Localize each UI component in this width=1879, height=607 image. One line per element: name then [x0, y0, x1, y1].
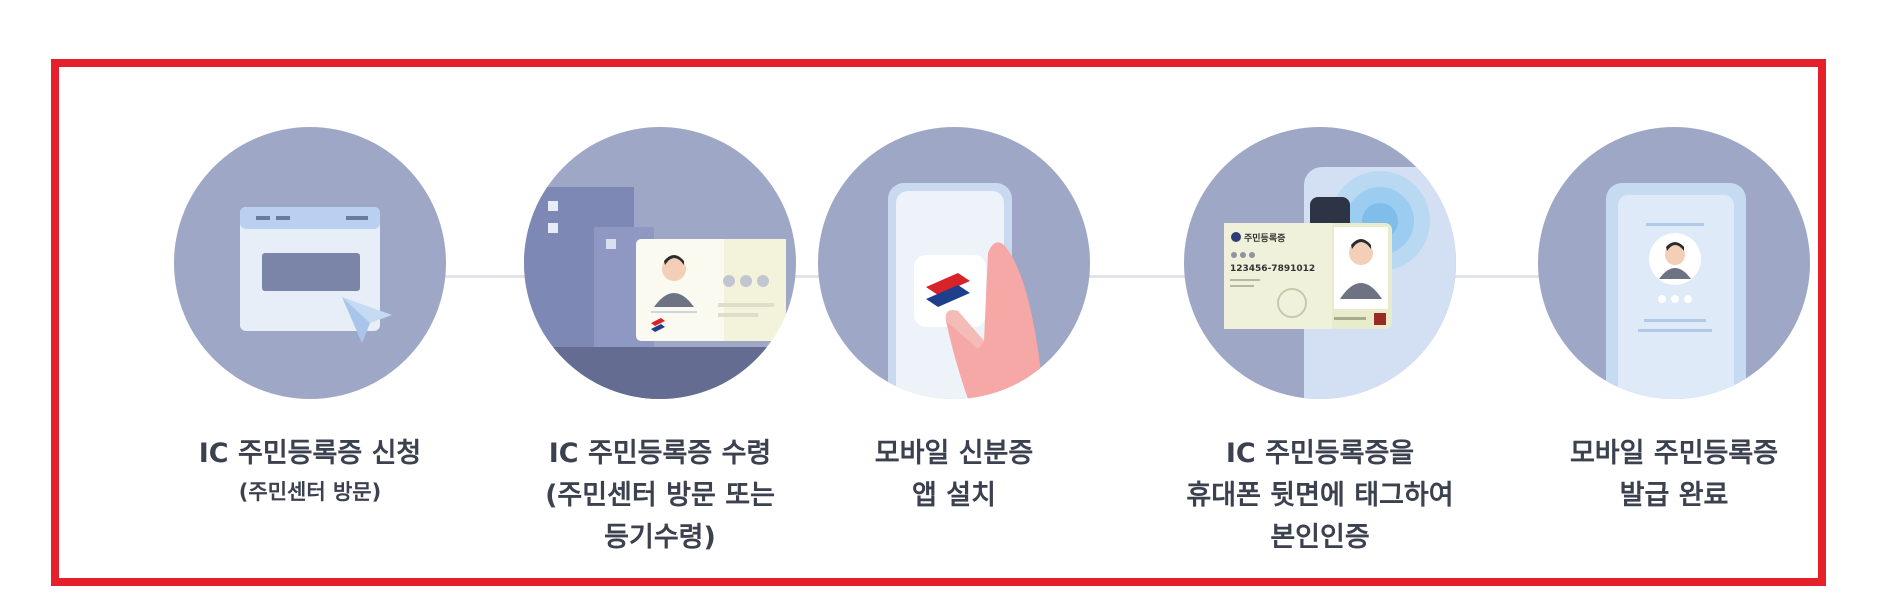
- receive-detail-2: 등기수령): [604, 522, 716, 553]
- browser-window-icon: [240, 207, 392, 343]
- card-title: 주민등록증: [1244, 232, 1285, 244]
- step-issue: 모바일 주민등록증 발급 완료: [1524, 127, 1824, 517]
- step-apply: IC 주민등록증 신청 (주민센터 방문): [160, 127, 460, 509]
- issue-detail: 발급 완료: [1619, 480, 1729, 511]
- verify-title: IC 주민등록증을: [1225, 438, 1415, 469]
- issue-illustration: [1538, 127, 1810, 399]
- apply-illustration: [174, 127, 446, 399]
- verify-detail-2: 본인인증: [1270, 522, 1370, 553]
- verify-caption: IC 주민등록증을 휴대폰 뒷면에 태그하여 본인인증: [1170, 433, 1470, 559]
- receive-caption: IC 주민등록증 수령 (주민센터 방문 또는 등기수령): [510, 433, 810, 559]
- receive-detail-1: (주민센터 방문 또는: [545, 480, 775, 511]
- verify-illustration: 주민등록증 123456-7891012: [1184, 127, 1456, 399]
- apply-caption: IC 주민등록증 신청 (주민센터 방문): [160, 433, 460, 509]
- id-card-tag-phone-icon: 주민등록증 123456-7891012: [1224, 167, 1456, 399]
- issue-caption: 모바일 주민등록증 발급 완료: [1524, 433, 1824, 517]
- receive-title: IC 주민등록증 수령: [548, 438, 772, 469]
- apply-title: IC 주민등록증 신청: [198, 438, 422, 469]
- building-and-id-card-icon: [524, 187, 796, 399]
- card-number: 123456-7891012: [1230, 264, 1315, 274]
- phone-with-app-icon: [888, 183, 1044, 399]
- verify-detail-1: 휴대폰 뒷면에 태그하여: [1186, 480, 1454, 511]
- install-caption: 모바일 신분증 앱 설치: [804, 433, 1104, 517]
- step-install: 모바일 신분증 앱 설치: [804, 127, 1104, 517]
- issue-title: 모바일 주민등록증: [1569, 438, 1779, 469]
- mobile-id-complete-icon: [1606, 183, 1746, 399]
- step-verify: 주민등록증 123456-7891012 IC 주민등록증을 휴대폰 뒷면에 태…: [1170, 127, 1470, 559]
- install-title: 모바일 신분증: [874, 438, 1034, 469]
- install-illustration: [818, 127, 1090, 399]
- highlight-frame: [51, 59, 1826, 586]
- apply-subtitle: (주민센터 방문): [238, 480, 382, 504]
- install-detail: 앱 설치: [912, 480, 996, 511]
- step-receive: IC 주민등록증 수령 (주민센터 방문 또는 등기수령): [510, 127, 810, 559]
- receive-illustration: [524, 127, 796, 399]
